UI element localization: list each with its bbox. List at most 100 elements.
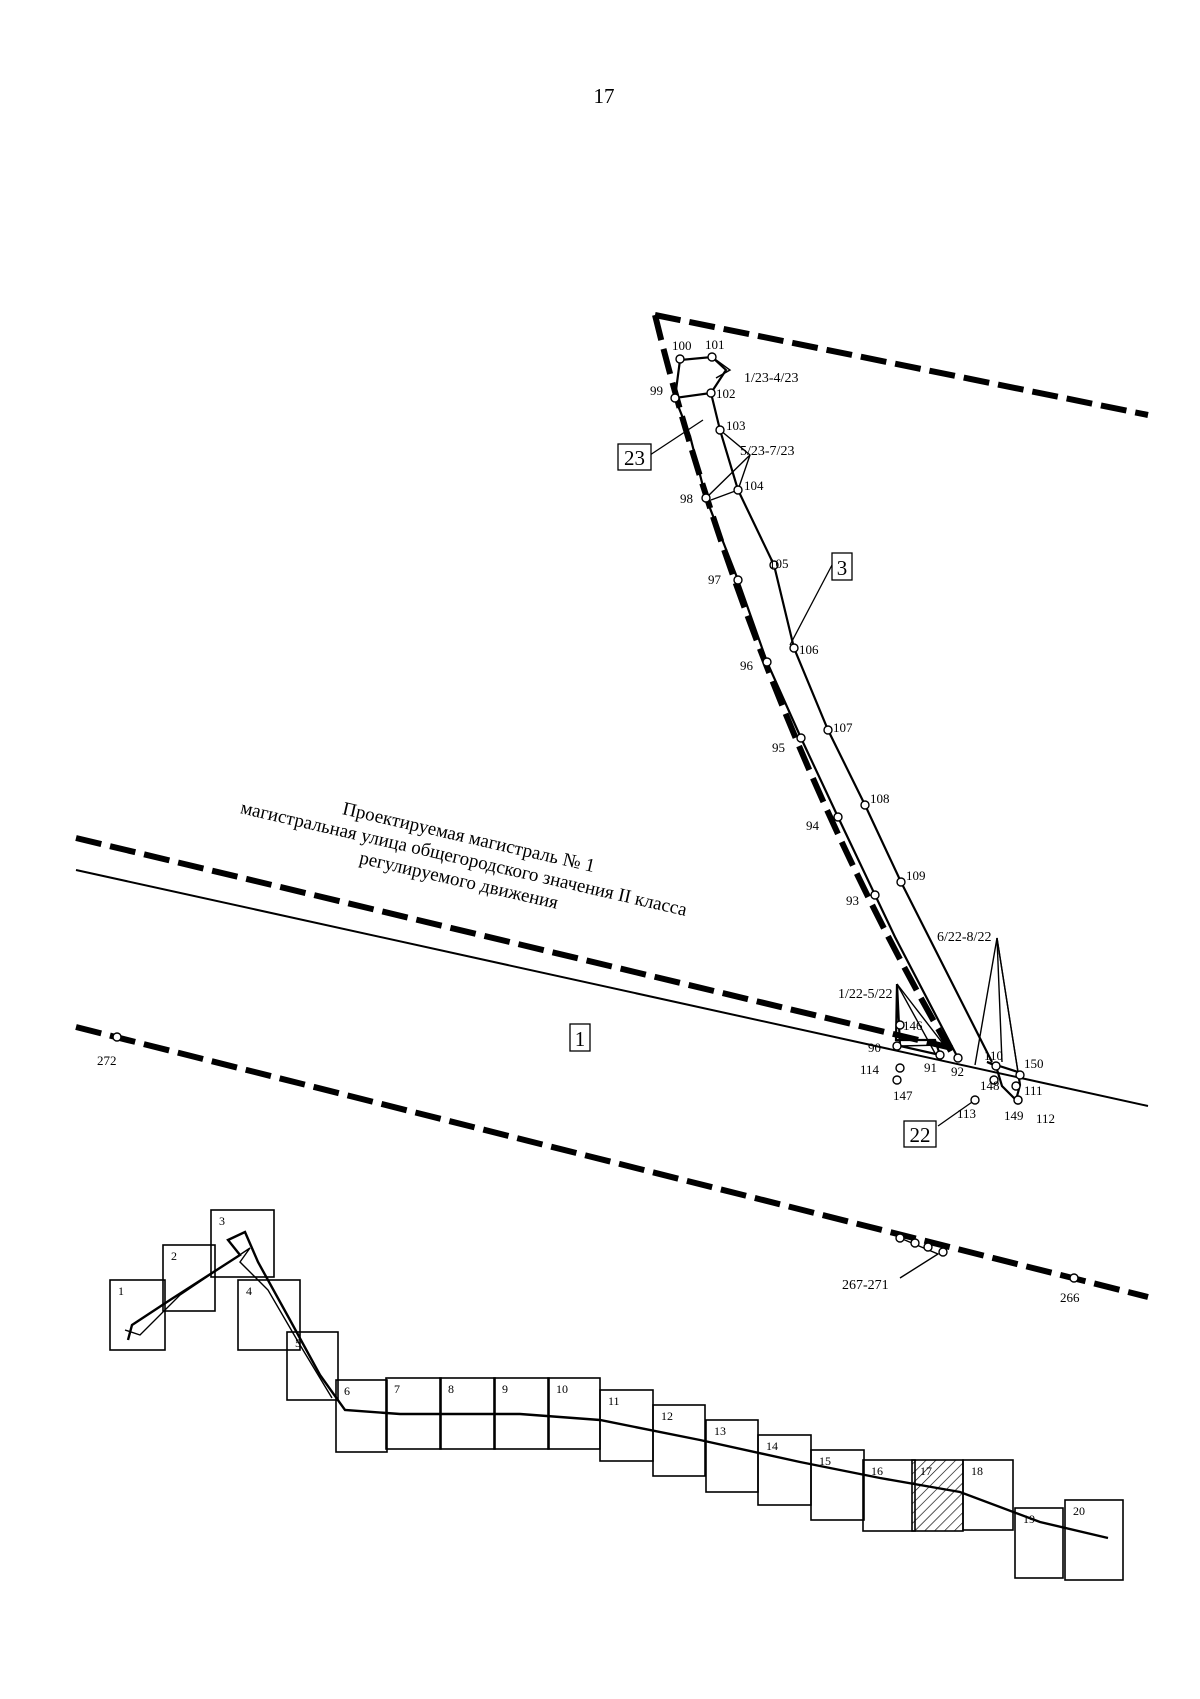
point-marker-104 [733, 485, 743, 495]
point-marker-106 [789, 643, 799, 653]
point-label-114: 114 [860, 1062, 880, 1077]
index-sheet-number-6: 6 [344, 1384, 350, 1398]
index-route-line [126, 1230, 1109, 1540]
point-marker-146 [895, 1020, 905, 1030]
point-label-94: 94 [806, 818, 820, 833]
index-sheet-number-1: 1 [118, 1284, 124, 1298]
point-label-98: 98 [680, 491, 693, 506]
point-marker-97 [733, 575, 743, 585]
plot-23-tick-1 [711, 356, 732, 379]
index-sheet-number-14: 14 [766, 1439, 778, 1453]
point-marker-105 [769, 560, 779, 570]
point-marker-148 [989, 1075, 999, 1085]
point-label-107: 107 [833, 720, 853, 735]
point-label-104: 104 [744, 478, 764, 493]
point-label-90: 90 [868, 1040, 881, 1055]
page-number: 17 [594, 84, 615, 108]
point-label-92: 92 [951, 1064, 964, 1079]
index-sheet-number-8: 8 [448, 1382, 454, 1396]
point-label-266: 266 [1060, 1290, 1080, 1305]
index-sheet-number-11: 11 [608, 1394, 620, 1408]
plot-23-outline [673, 355, 751, 501]
point-label-110: 110 [984, 1048, 1003, 1063]
point-label-112: 112 [1036, 1111, 1055, 1126]
point-marker-107 [823, 725, 833, 735]
point-marker-96 [762, 657, 772, 667]
index-sheet-number-5: 5 [295, 1336, 301, 1350]
point-marker-147 [892, 1075, 902, 1085]
plot-22-outline [894, 937, 1022, 1103]
plot-22-tick-west-2 [896, 983, 937, 1056]
leader-3 [789, 564, 833, 646]
point-marker-113 [970, 1095, 980, 1105]
plot-number-1: 1 [575, 1027, 586, 1051]
point-label-97: 97 [708, 572, 722, 587]
point-marker-99 [670, 393, 680, 403]
point-marker-110 [991, 1061, 1001, 1071]
point-label-103: 103 [726, 418, 746, 433]
point-label-102: 102 [716, 386, 736, 401]
point-label-93: 93 [846, 893, 859, 908]
plot-22-tick-east-3 [996, 937, 1003, 1063]
point-label-113: 113 [957, 1106, 976, 1121]
index-sheet-number-4: 4 [246, 1284, 252, 1298]
upper-boundary-line [654, 312, 1149, 418]
plot-number-3: 3 [837, 556, 848, 580]
index-sheet-number-18: 18 [971, 1464, 983, 1478]
point-label-109: 109 [906, 868, 926, 883]
point-marker-108 [860, 800, 870, 810]
group-label-1-23-4-23: 1/23-4/23 [744, 371, 798, 386]
plot-23-tick-4 [689, 435, 707, 499]
index-sheet-number-10: 10 [556, 1382, 568, 1396]
point-marker-103 [715, 425, 725, 435]
index-sheet-1 [109, 1279, 166, 1351]
point-marker-98 [701, 493, 711, 503]
point-label-146: 146 [903, 1018, 923, 1033]
road-title: Проектируемая магистраль № 1 магистральн… [239, 797, 690, 920]
point-marker-112 [1013, 1095, 1023, 1105]
road-red-line-bottom [75, 1024, 1149, 1300]
point-label-91: 91 [924, 1060, 937, 1075]
road-red-line-top [75, 835, 961, 1053]
point-marker-272 [112, 1032, 122, 1042]
point-label-99: 99 [650, 383, 663, 398]
point-label-108: 108 [870, 791, 890, 806]
index-route-edge [124, 1247, 333, 1399]
index-sheet-5 [286, 1331, 339, 1401]
point-marker-92 [953, 1053, 963, 1063]
plot-box-23 [617, 443, 652, 471]
point-marker-93 [870, 890, 880, 900]
point-label-149: 149 [1004, 1108, 1024, 1123]
main-road [75, 835, 1149, 1300]
plot-number-23: 23 [624, 446, 645, 470]
group-label-1-22-5-22: 1/22-5/22 [838, 987, 892, 1002]
point-marker-111 [1011, 1081, 1021, 1091]
index-sheet-number-15: 15 [819, 1454, 831, 1468]
point-label-100: 100 [672, 338, 692, 353]
index-sheet-15 [810, 1449, 865, 1521]
index-sheet-number-17: 17 [920, 1464, 932, 1478]
plot-22-west-part [894, 983, 942, 1057]
point-label-95: 95 [772, 740, 785, 755]
index-sheet-number-20: 20 [1073, 1504, 1085, 1518]
index-sheet-number-12: 12 [661, 1409, 673, 1423]
point-marker-114 [895, 1063, 905, 1073]
plot-number-boxes [569, 443, 937, 1148]
point-label-147: 147 [893, 1088, 913, 1103]
point-label-106: 106 [799, 642, 819, 657]
index-sheet-19 [1014, 1507, 1064, 1579]
plot-box-3 [831, 552, 853, 581]
index-sheet-number-3: 3 [219, 1214, 225, 1228]
plot-23-tick-2 [710, 429, 751, 501]
point-label-148: 148 [980, 1078, 1000, 1093]
index-sheet-2 [162, 1244, 216, 1312]
point-label-105: 105 [769, 556, 789, 571]
point-marker-266 [1069, 1273, 1079, 1283]
plot-number-22: 22 [910, 1123, 931, 1147]
index-sheet-number-16: 16 [871, 1464, 883, 1478]
index-sheet-20 [1064, 1499, 1124, 1581]
group-label-6-22-8-22: 6/22-8/22 [937, 930, 991, 945]
point-marker-95 [796, 733, 806, 743]
point-marker-267-271-4 [938, 1247, 948, 1257]
